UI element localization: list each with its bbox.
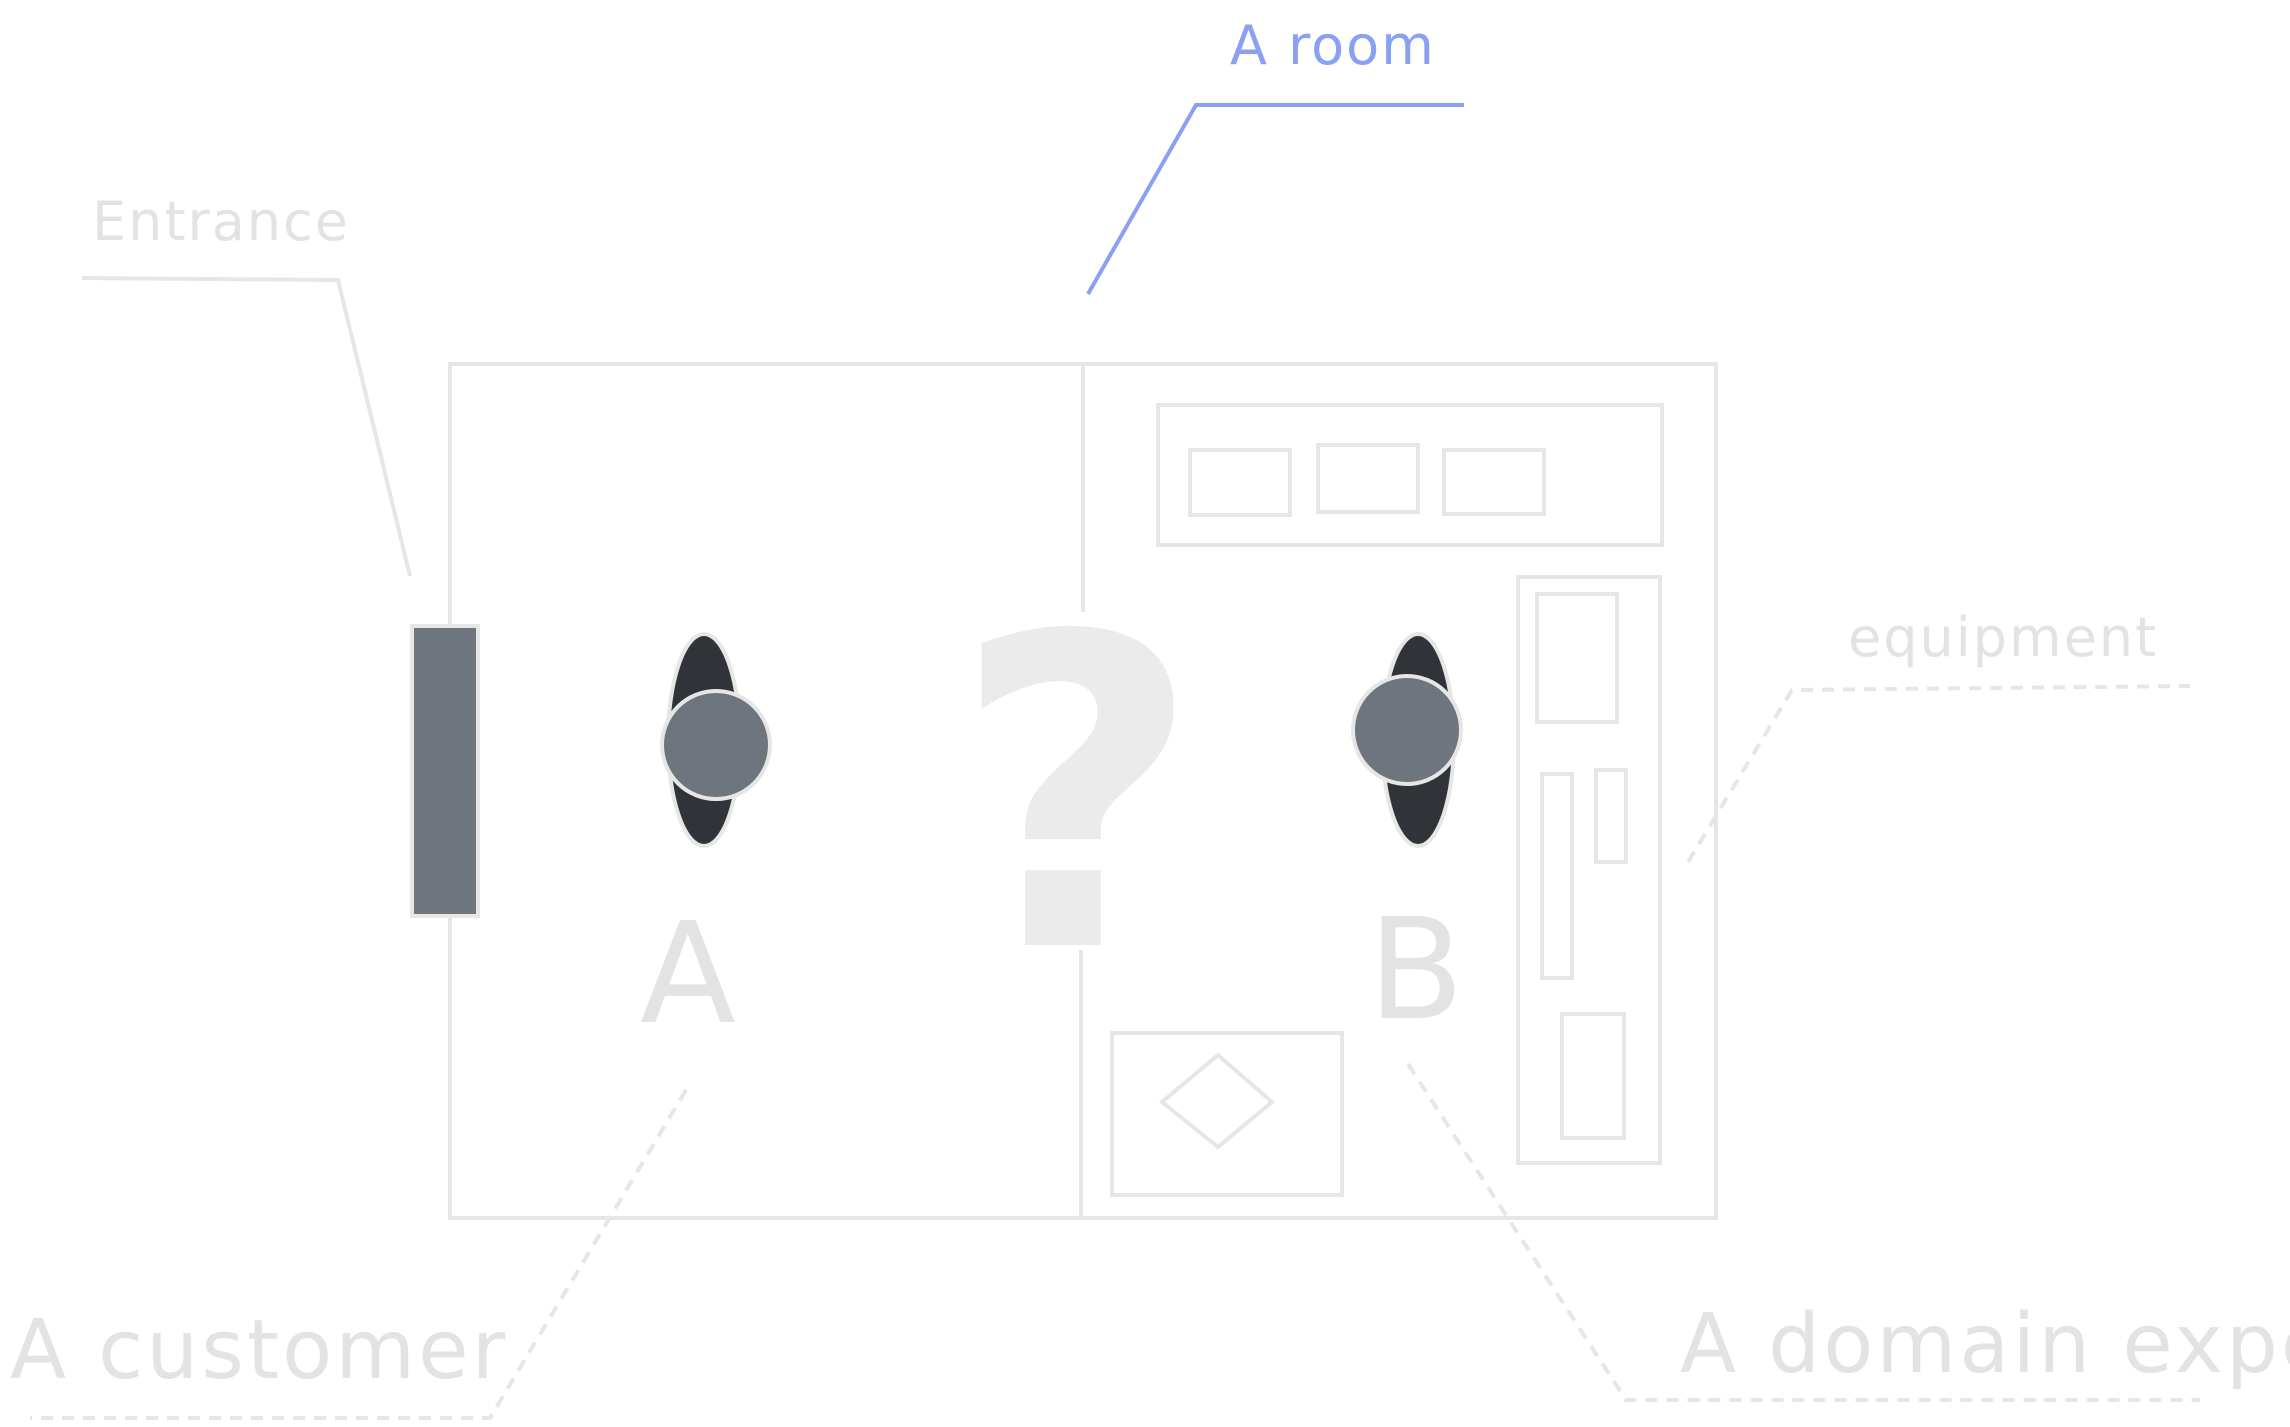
- customer-callout-line: [30, 1088, 688, 1420]
- equipment-callout-line: [1686, 684, 2191, 864]
- equipment-table-bottom: [1110, 1031, 1344, 1197]
- entrance-door: [410, 624, 480, 918]
- room-callout-line: [1086, 103, 1464, 295]
- person-b-letter: B: [1368, 889, 1464, 1052]
- domain-expert-label: A domain expert: [1680, 1297, 2290, 1392]
- entrance-label: Entrance: [92, 190, 350, 253]
- equipment-shelf-top: [1156, 403, 1664, 547]
- equipment-cabinet-right: [1516, 575, 1662, 1165]
- question-mark: ?: [952, 547, 1201, 1047]
- customer-label: A customer: [10, 1303, 508, 1398]
- domain-expert-callout-line: [1406, 1062, 2200, 1402]
- room-label: A room: [1230, 14, 1436, 77]
- person-b-figure: [1351, 632, 1463, 848]
- equipment-label: equipment: [1848, 606, 2158, 669]
- entrance-callout-line: [81, 276, 412, 577]
- person-a-letter: A: [640, 893, 736, 1056]
- person-a-figure: [660, 632, 772, 848]
